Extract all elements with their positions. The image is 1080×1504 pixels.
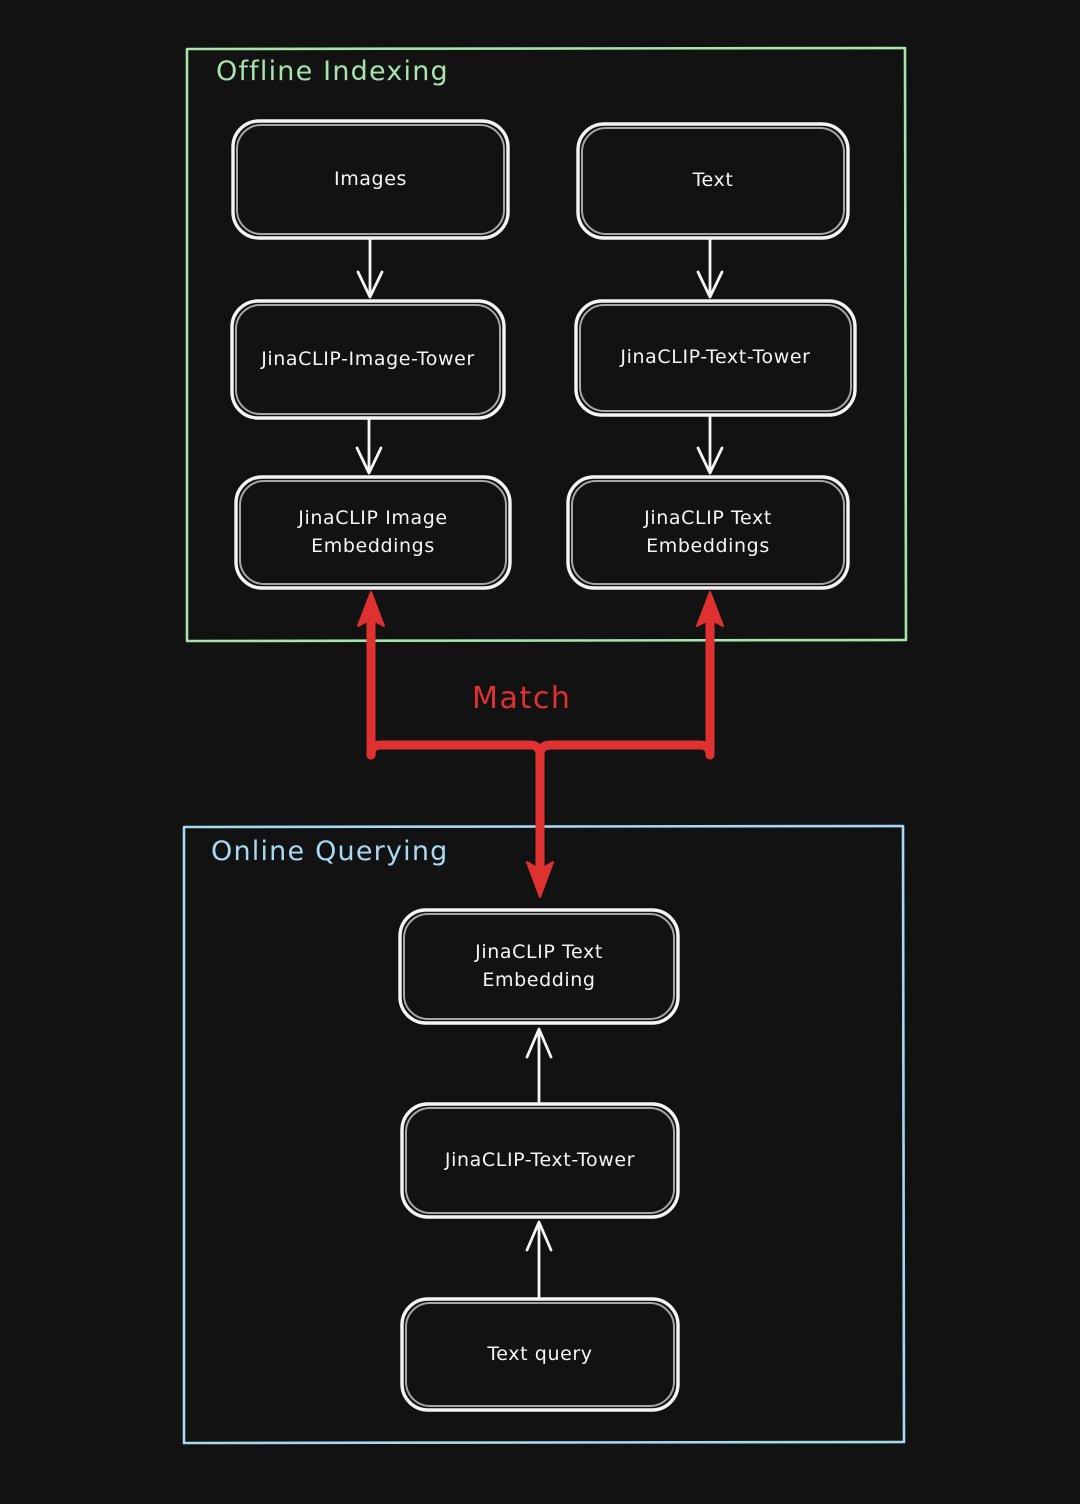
edge-text-query-to-query-tower	[525, 1220, 553, 1299]
node-shapes	[230, 119, 857, 1412]
edge-image-tower-to-image-embeddings	[355, 417, 383, 475]
edge-images-to-image-tower	[356, 237, 384, 299]
edge-query-tower-to-query-embedding	[525, 1027, 553, 1104]
edge-text-to-text-tower	[696, 237, 724, 299]
group-frame-offline	[185, 46, 908, 643]
group-title-offline-indexing: Offline Indexing	[216, 56, 449, 87]
edge-label-match: Match	[472, 681, 572, 716]
edge-text-tower-to-text-embeddings	[696, 414, 724, 475]
group-frame-online	[182, 824, 906, 1445]
group-title-online-querying: Online Querying	[211, 836, 449, 867]
edge-match-connector	[357, 591, 724, 898]
